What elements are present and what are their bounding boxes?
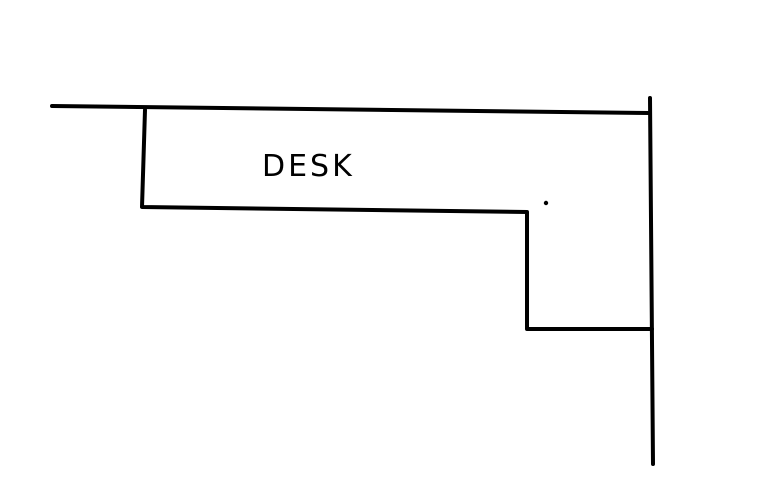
corner-dot (543, 200, 549, 206)
top-wall-line (50, 104, 652, 115)
right-wall-line (648, 96, 655, 466)
desk-label: DESK (262, 149, 355, 184)
desk-outline (140, 108, 654, 331)
